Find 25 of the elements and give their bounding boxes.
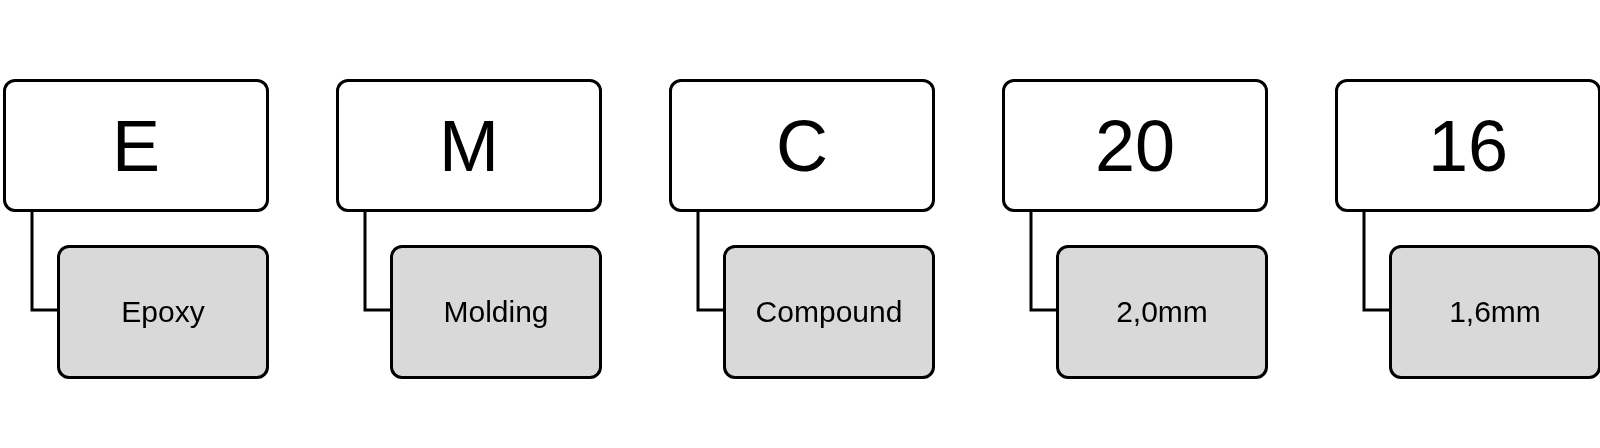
code-box [336, 79, 602, 212]
code-box [1002, 79, 1268, 212]
connector-line [1362, 212, 1389, 312]
meaning-text: 1,6mm [1449, 297, 1541, 327]
meaning-text: Compound [755, 297, 903, 327]
meaning-box [723, 245, 935, 379]
meaning-box [1056, 245, 1268, 379]
meaning-text: Molding [443, 297, 549, 327]
code-box [669, 79, 935, 212]
connector-line [1029, 212, 1056, 312]
code-letter: C [776, 109, 828, 182]
connector-line [696, 212, 723, 312]
code-box [1335, 79, 1600, 212]
meaning-text: 2,0mm [1116, 297, 1208, 327]
meaning-box [57, 245, 269, 379]
meaning-text: Epoxy [121, 297, 205, 327]
code-letter: E [112, 109, 160, 182]
code-letter: M [439, 109, 499, 182]
meaning-box [390, 245, 602, 379]
connector-line [363, 212, 390, 312]
code-letter: 20 [1094, 109, 1176, 182]
connector-line [30, 212, 57, 312]
code-box [3, 79, 269, 212]
code-letter: 16 [1427, 109, 1509, 182]
meaning-box [1389, 245, 1600, 379]
